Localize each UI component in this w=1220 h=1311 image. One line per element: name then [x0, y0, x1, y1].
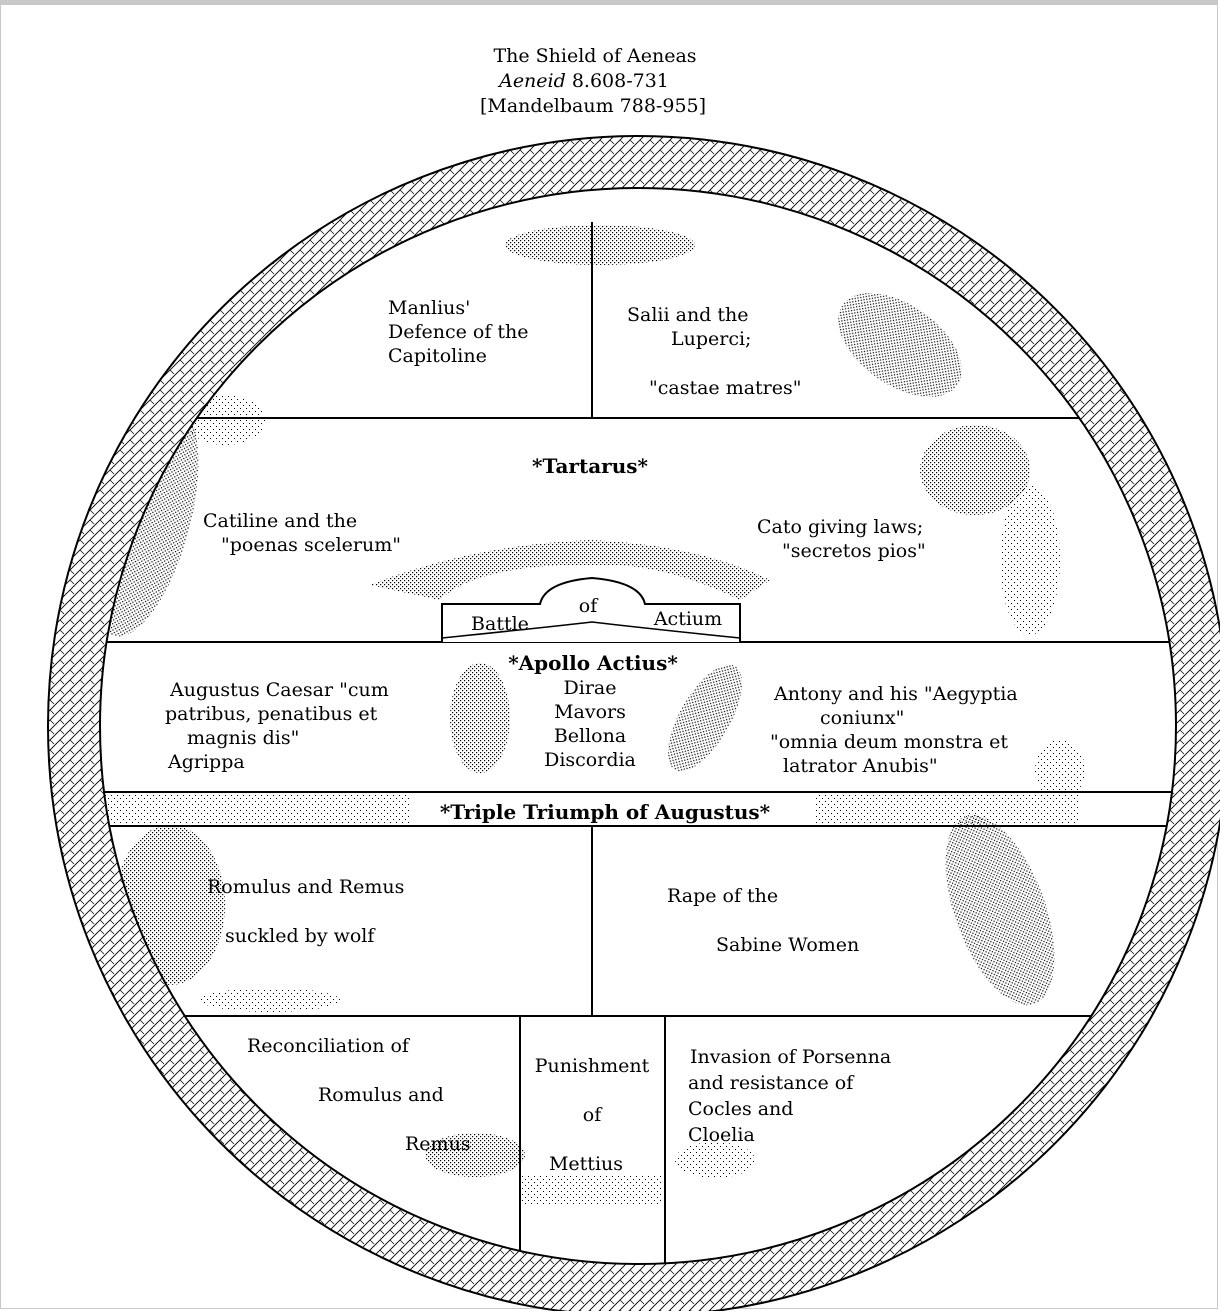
label-panels-catiline-0: Catiline and the — [203, 510, 357, 532]
diagram-title: The Shield of Aeneas Aeneid 8.608-731 [M… — [480, 45, 706, 117]
panel-antony: Antony and his "Aegyptia coniunx" "omnia… — [770, 683, 1018, 777]
panel-salii: Salii and the Luperci; "castae matres" — [627, 304, 802, 399]
label-panels-porsenna-3: Cloelia — [688, 1124, 755, 1146]
panel-reconciliation: Reconciliation of Romulus and Remus — [247, 1035, 471, 1155]
label-panels-romulus-0: Romulus and Remus — [207, 876, 404, 898]
label-panels-salii-1: Luperci; — [671, 328, 751, 350]
panel-porsenna: Invasion of Porsenna and resistance of C… — [688, 1046, 891, 1146]
stipple-shading — [100, 225, 1085, 1205]
label-panels-reconciliation-1: Romulus and — [318, 1084, 444, 1106]
label-panels-mettius-2: Mettius — [549, 1153, 623, 1175]
label-panels-manlius-1: Defence of the — [388, 321, 529, 343]
label-panels-gods-3: Discordia — [544, 749, 636, 771]
actium-battle: Battle — [471, 613, 529, 635]
label-panels-gods-2: Bellona — [554, 725, 626, 747]
label-panels-augustus-2: magnis dis" — [187, 727, 299, 749]
label-panels-salii-0: Salii and the — [627, 304, 749, 326]
title-line-3: [Mandelbaum 788-955] — [480, 95, 706, 117]
label-panels-cato-1: "secretos pios" — [782, 540, 926, 562]
title-reference: 8.608-731 — [566, 70, 669, 92]
label-panels-antony-1: coniunx" — [820, 707, 904, 729]
title-aeneid: Aeneid — [497, 70, 566, 92]
label-panels-antony-0: Antony and his "Aegyptia — [773, 683, 1018, 705]
svg-text:Aeneid 8.608-731: Aeneid 8.608-731 — [497, 70, 669, 92]
label-panels-augustus-1: patribus, penatibus et — [165, 703, 378, 725]
label-panels-augustus-3: Agrippa — [167, 751, 245, 773]
label-panels-gods-0: Dirae — [564, 677, 617, 699]
label-panels-antony-3: latrator Anubis" — [783, 755, 938, 777]
title-line-1: The Shield of Aeneas — [493, 45, 696, 67]
panel-dividers — [100, 222, 1176, 1264]
label-panels-salii-2: "castae matres" — [649, 377, 802, 399]
apollo-heading: *Apollo Actius* — [508, 651, 678, 675]
label-panels-antony-2: "omnia deum monstra et — [770, 731, 1008, 753]
actium-of: of — [579, 595, 599, 617]
label-panels-romulus-1: suckled by wolf — [225, 925, 376, 947]
panel-sabine: Rape of the Sabine Women — [667, 885, 859, 956]
label-panels-mettius-1: of — [583, 1104, 603, 1126]
label-panels-catiline-1: "poenas scelerum" — [221, 534, 401, 556]
tartarus-heading: *Tartarus* — [532, 454, 648, 478]
label-panels-mettius-0: Punishment — [535, 1055, 650, 1077]
triumph-heading: *Triple Triumph of Augustus* — [440, 800, 771, 824]
panel-cato: Cato giving laws; "secretos pios" — [757, 516, 926, 562]
label-panels-porsenna-1: and resistance of — [688, 1072, 855, 1094]
label-panels-augustus-0: Augustus Caesar "cum — [169, 679, 389, 701]
shield-inner-face — [99, 187, 1177, 1265]
label-panels-gods-1: Mavors — [554, 701, 626, 723]
panel-catiline: Catiline and the "poenas scelerum" — [203, 510, 401, 556]
label-panels-sabine-1: Sabine Women — [716, 934, 859, 956]
label-panels-porsenna-0: Invasion of Porsenna — [690, 1046, 891, 1068]
label-panels-manlius-0: Manlius' — [388, 297, 470, 319]
panel-gods: Dirae Mavors Bellona Discordia — [544, 677, 636, 771]
label-panels-reconciliation-2: Remus — [405, 1133, 471, 1155]
label-panels-reconciliation-0: Reconciliation of — [247, 1035, 411, 1057]
label-panels-porsenna-2: Cocles and — [688, 1098, 793, 1120]
panel-augustus: Augustus Caesar "cum patribus, penatibus… — [165, 679, 389, 773]
panel-mettius: Punishment of Mettius — [535, 1055, 650, 1175]
label-panels-cato-0: Cato giving laws; — [757, 516, 923, 538]
actium-wave — [441, 621, 741, 639]
label-panels-sabine-0: Rape of the — [667, 885, 778, 907]
panel-manlius: Manlius' Defence of the Capitoline — [388, 297, 529, 367]
actium-box — [441, 576, 741, 642]
label-panels-manlius-2: Capitoline — [388, 345, 487, 367]
actium-actium: Actium — [653, 608, 722, 630]
panel-romulus: Romulus and Remus suckled by wolf — [207, 876, 404, 947]
